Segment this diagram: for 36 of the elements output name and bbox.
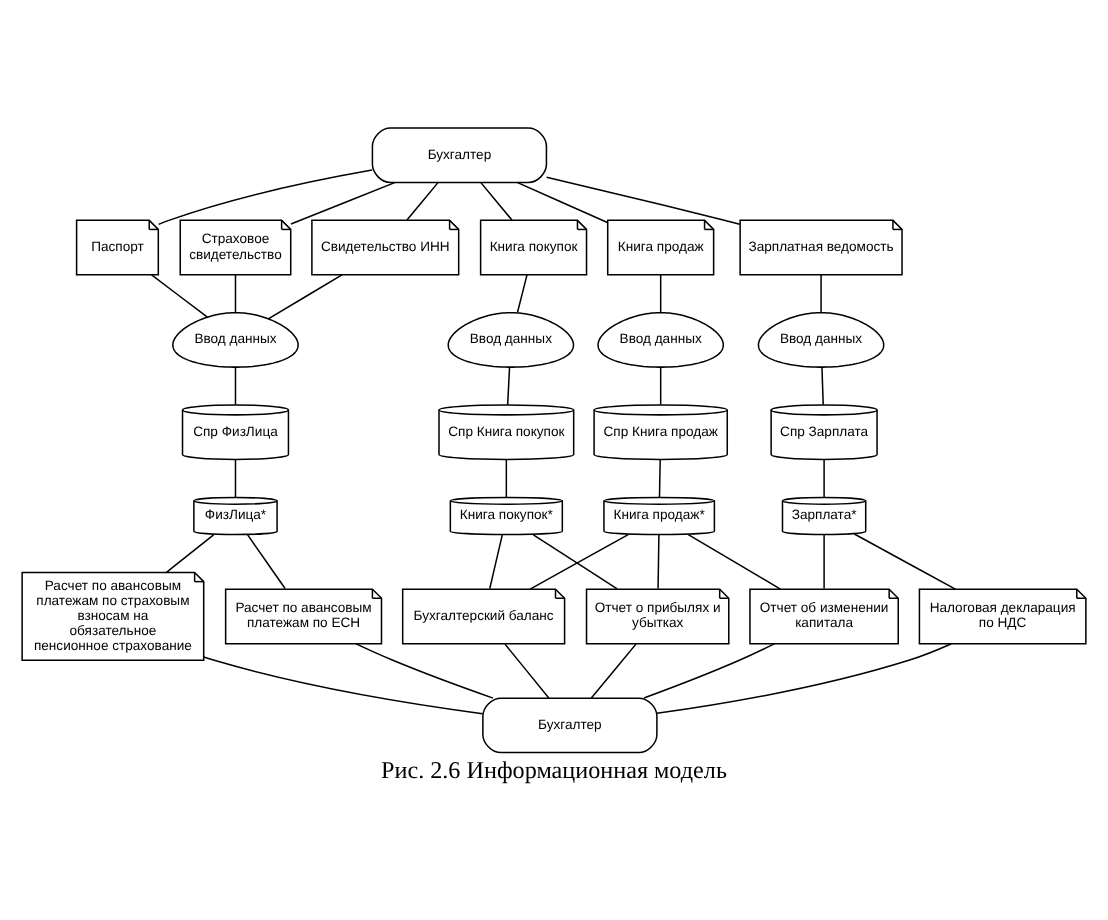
connector xyxy=(290,181,396,225)
connector xyxy=(489,534,504,590)
connector xyxy=(505,458,508,499)
connector xyxy=(354,642,494,699)
connector xyxy=(234,274,237,314)
connector xyxy=(853,533,957,590)
connector xyxy=(406,181,439,221)
connector xyxy=(516,181,609,224)
connector xyxy=(659,274,662,314)
connector xyxy=(643,642,776,699)
connector xyxy=(590,643,637,699)
connector xyxy=(246,534,286,590)
connector xyxy=(480,181,513,221)
connector xyxy=(506,366,511,406)
connector xyxy=(658,458,661,499)
connector xyxy=(687,533,782,590)
connector xyxy=(823,534,825,590)
connector xyxy=(234,366,237,406)
connector xyxy=(150,274,209,318)
connector xyxy=(532,534,618,590)
connector xyxy=(657,534,660,590)
connector xyxy=(545,176,741,226)
connector xyxy=(504,643,550,699)
connector xyxy=(203,656,484,715)
connector xyxy=(157,169,373,226)
connector xyxy=(529,533,629,590)
connector xyxy=(821,366,824,406)
connector xyxy=(267,274,343,320)
connector xyxy=(820,274,822,314)
connector xyxy=(165,534,215,574)
connector xyxy=(516,274,528,314)
connector xyxy=(656,642,953,715)
connector xyxy=(823,458,825,499)
caption: Рис. 2.6 Информационная модель xyxy=(381,756,727,785)
connector xyxy=(659,366,662,406)
connector xyxy=(234,458,237,499)
